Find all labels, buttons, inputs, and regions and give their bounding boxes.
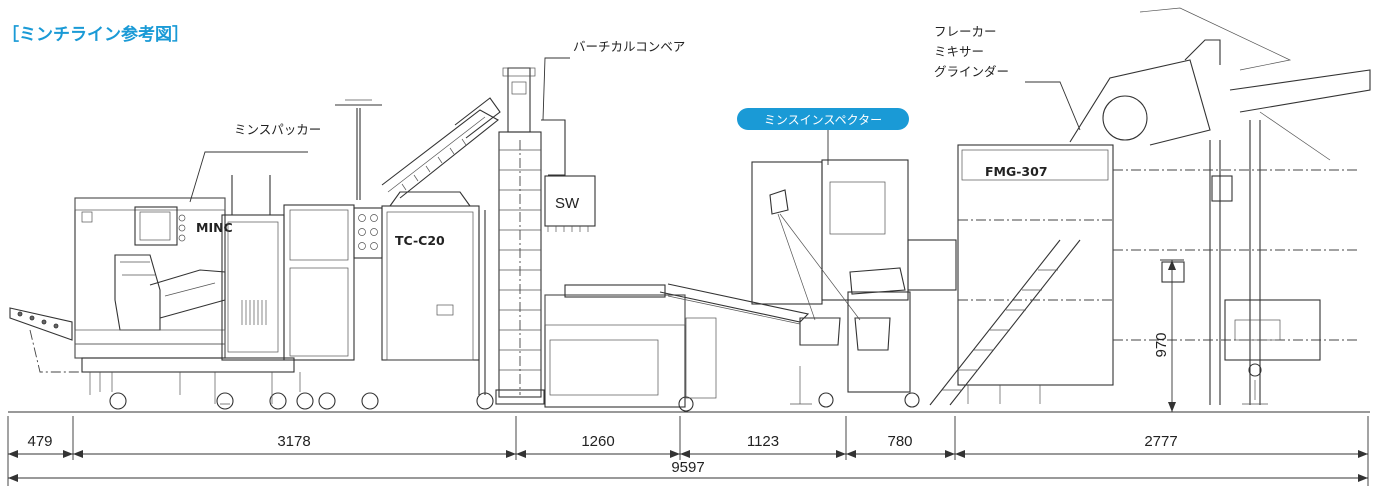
dim-segment-1: 479 — [27, 433, 52, 450]
tc-label: TC-C20 — [395, 233, 445, 248]
dim-segment-3: 1260 — [581, 433, 614, 450]
dimension-chain: 479 3178 1260 1123 780 2777 9597 — [7, 416, 1369, 486]
height-dimension: 970 — [1153, 259, 1184, 412]
dim-segment-6: 2777 — [1144, 433, 1177, 450]
sw-label: SW — [555, 195, 580, 212]
callout-flaker: フレーカー — [934, 24, 997, 39]
mince-inspector-machine — [751, 159, 957, 408]
infeed-conveyor — [9, 307, 85, 373]
callout-grinder: グラインダー — [934, 64, 1009, 79]
dim-segment-2: 3178 — [277, 433, 310, 450]
dim-segment-5: 780 — [887, 433, 912, 450]
callout-leaders — [189, 57, 1081, 203]
tank-conveyor-machine — [544, 283, 810, 412]
fmg-machine: FMG-307 — [929, 7, 1371, 406]
dim-total: 9597 — [671, 459, 704, 476]
callout-mince-inspector-label: ミンスインスペクター — [764, 113, 882, 127]
dim-segment-4: 1123 — [747, 433, 779, 450]
vertical-conveyor-machine: SW — [495, 67, 596, 405]
callout-mixer: ミキサー — [934, 44, 984, 59]
height-dim-value: 970 — [1153, 332, 1170, 357]
callout-mince-inspector: ミンスインスペクター — [737, 108, 909, 130]
fmg-label: FMG-307 — [985, 164, 1048, 179]
tc-tank-machine: TC-C20 — [381, 97, 501, 410]
callout-mince-packer: ミンスパッカー — [234, 122, 321, 137]
mince-packer-machine: MINC — [74, 99, 383, 410]
callout-vertical-conveyor: バーチカルコンベア — [573, 39, 685, 54]
packer-brand-label: MINC — [196, 220, 233, 235]
diagram-title: ［ミンチライン参考図］ — [2, 24, 189, 45]
